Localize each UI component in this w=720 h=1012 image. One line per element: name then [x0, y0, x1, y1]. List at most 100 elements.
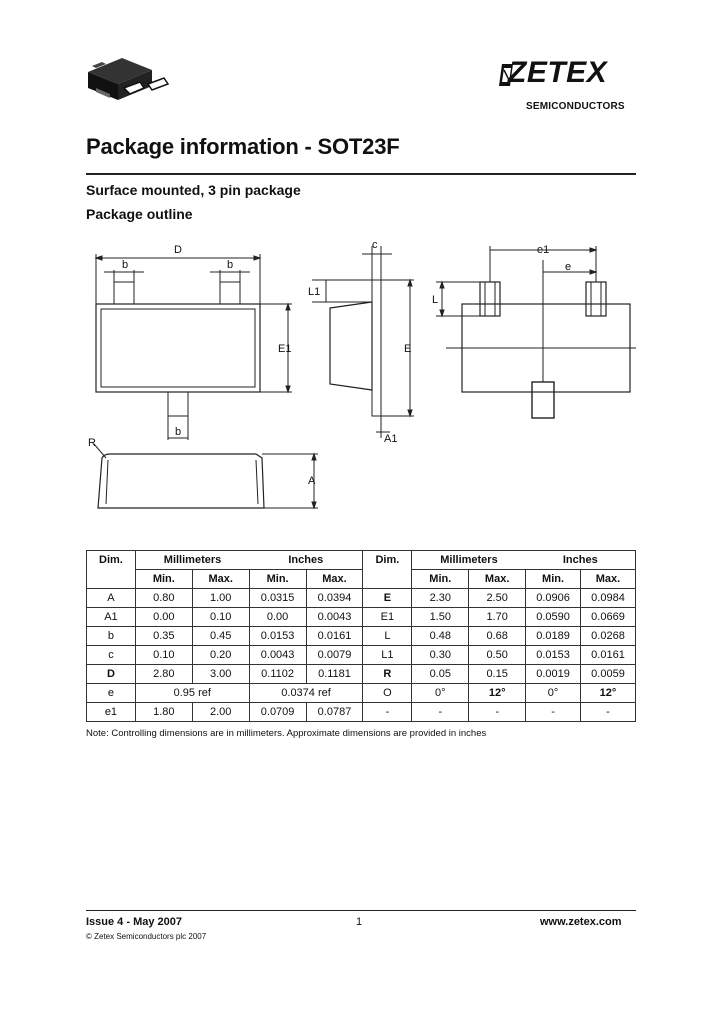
dim-cell: R — [362, 664, 413, 684]
value-cell: 0.20 — [191, 645, 250, 665]
dim-cell: E — [362, 588, 413, 608]
value-cell: 0.00 — [248, 607, 307, 627]
value-cell: 0.10 — [134, 645, 193, 665]
footer-issue: Issue 4 - May 2007 — [86, 916, 183, 928]
value-cell: 0.1102 — [248, 664, 307, 684]
value-cell: 2.30 — [411, 588, 470, 608]
value-cell: 0.0315 — [248, 588, 307, 608]
page-title: Package information - SOT23F — [86, 134, 400, 159]
value-cell: 0.0043 — [248, 645, 307, 665]
value-cell: 0.1181 — [305, 664, 364, 684]
header-mm: Millimeters — [134, 550, 250, 570]
value-cell: 3.00 — [191, 664, 250, 684]
header-rule — [86, 173, 636, 175]
value-cell: 0.0906 — [525, 588, 581, 608]
value-cell: 0.0984 — [580, 588, 636, 608]
dim-cell: e — [86, 683, 136, 703]
dim-cell: b — [86, 626, 136, 646]
header-in: Inches — [525, 550, 636, 570]
dim-label-E: E — [404, 343, 411, 355]
value-cell: 0.0189 — [525, 626, 581, 646]
value-cell: 0.48 — [411, 626, 470, 646]
footer-copyright: © Zetex Semiconductors plc 2007 — [86, 932, 207, 941]
header-max: Max. — [580, 569, 636, 589]
value-cell: 0.0059 — [580, 664, 636, 684]
footer-url[interactable]: www.zetex.com — [540, 916, 622, 928]
value-cell: 0° — [525, 683, 581, 703]
dim-label-e1: e1 — [537, 244, 549, 256]
value-cell: 0.0394 — [305, 588, 364, 608]
value-cell: 0.0268 — [580, 626, 636, 646]
dim-cell: L1 — [362, 645, 413, 665]
footer-rule — [86, 910, 636, 911]
value-cell: 0.00 — [134, 607, 193, 627]
dim-cell: - — [362, 702, 413, 722]
dim-label-A: A — [308, 475, 316, 487]
value-cell: 0.80 — [134, 588, 193, 608]
dim-label-D: D — [174, 244, 182, 256]
value-cell: 0° — [411, 683, 470, 703]
dim-cell: A — [86, 588, 136, 608]
package-image — [88, 58, 170, 100]
dim-label-e: e — [565, 261, 571, 273]
value-cell: 0.0043 — [305, 607, 364, 627]
value-cell: 12° — [580, 683, 636, 703]
dim-label-R: R — [88, 437, 96, 449]
dim-cell: e1 — [86, 702, 136, 722]
dim-label-L: L — [432, 294, 438, 306]
value-cell: 0.0161 — [305, 626, 364, 646]
value-cell: - — [468, 702, 527, 722]
dim-cell: D — [86, 664, 136, 684]
header-max: Max. — [305, 569, 364, 589]
dim-label-E1: E1 — [278, 343, 291, 355]
page-subtitle: Surface mounted, 3 pin package — [86, 182, 301, 198]
dimensions-table: Dim. Millimeters Inches Dim. Millimeters… — [86, 550, 636, 722]
dim-label-b-bottom: b — [175, 426, 181, 438]
dim-cell: A1 — [86, 607, 136, 627]
value-cell: 0.0787 — [305, 702, 364, 722]
value-cell: - — [411, 702, 470, 722]
value-cell: 0.0669 — [580, 607, 636, 627]
value-cell: 0.0153 — [525, 645, 581, 665]
value-cell: 0.0153 — [248, 626, 307, 646]
value-cell: 0.35 — [134, 626, 193, 646]
header-max: Max. — [191, 569, 250, 589]
dim-label-c: c — [372, 239, 378, 251]
dim-label-b-right: b — [227, 259, 233, 271]
table-header-row: Dim. Millimeters Inches Dim. Millimeters… — [86, 550, 636, 570]
mm-ref-cell: 0.95 ref — [134, 683, 250, 703]
value-cell: 1.70 — [468, 607, 527, 627]
value-cell: 0.0079 — [305, 645, 364, 665]
value-cell: - — [525, 702, 581, 722]
dim-label-L1: L1 — [308, 286, 320, 298]
package-outline-drawing: D b b b E1 R A c L1 E A1 e1 e L — [88, 239, 636, 510]
value-cell: 0.05 — [411, 664, 470, 684]
table-subheader-row: Min. Max. Min. Max. Min. Max. Min. Max. — [86, 569, 636, 589]
header-mm: Millimeters — [411, 550, 526, 570]
dim-cell: O — [362, 683, 413, 703]
value-cell: 0.15 — [468, 664, 527, 684]
header-min: Min. — [248, 569, 307, 589]
value-cell: 0.0709 — [248, 702, 307, 722]
value-cell: 12° — [468, 683, 527, 703]
dim-cell: c — [86, 645, 136, 665]
value-cell: 0.0019 — [525, 664, 581, 684]
dim-label-A1: A1 — [384, 433, 397, 445]
header-dim: Dim. — [86, 550, 136, 570]
header-max: Max. — [468, 569, 527, 589]
value-cell: 0.30 — [411, 645, 470, 665]
logo-wordmark: ZETEX — [508, 56, 608, 89]
page-number: 1 — [356, 916, 363, 928]
dim-cell: E1 — [362, 607, 413, 627]
header-min: Min. — [525, 569, 581, 589]
header-min: Min. — [411, 569, 470, 589]
value-cell: 2.80 — [134, 664, 193, 684]
dim-cell: L — [362, 626, 413, 646]
